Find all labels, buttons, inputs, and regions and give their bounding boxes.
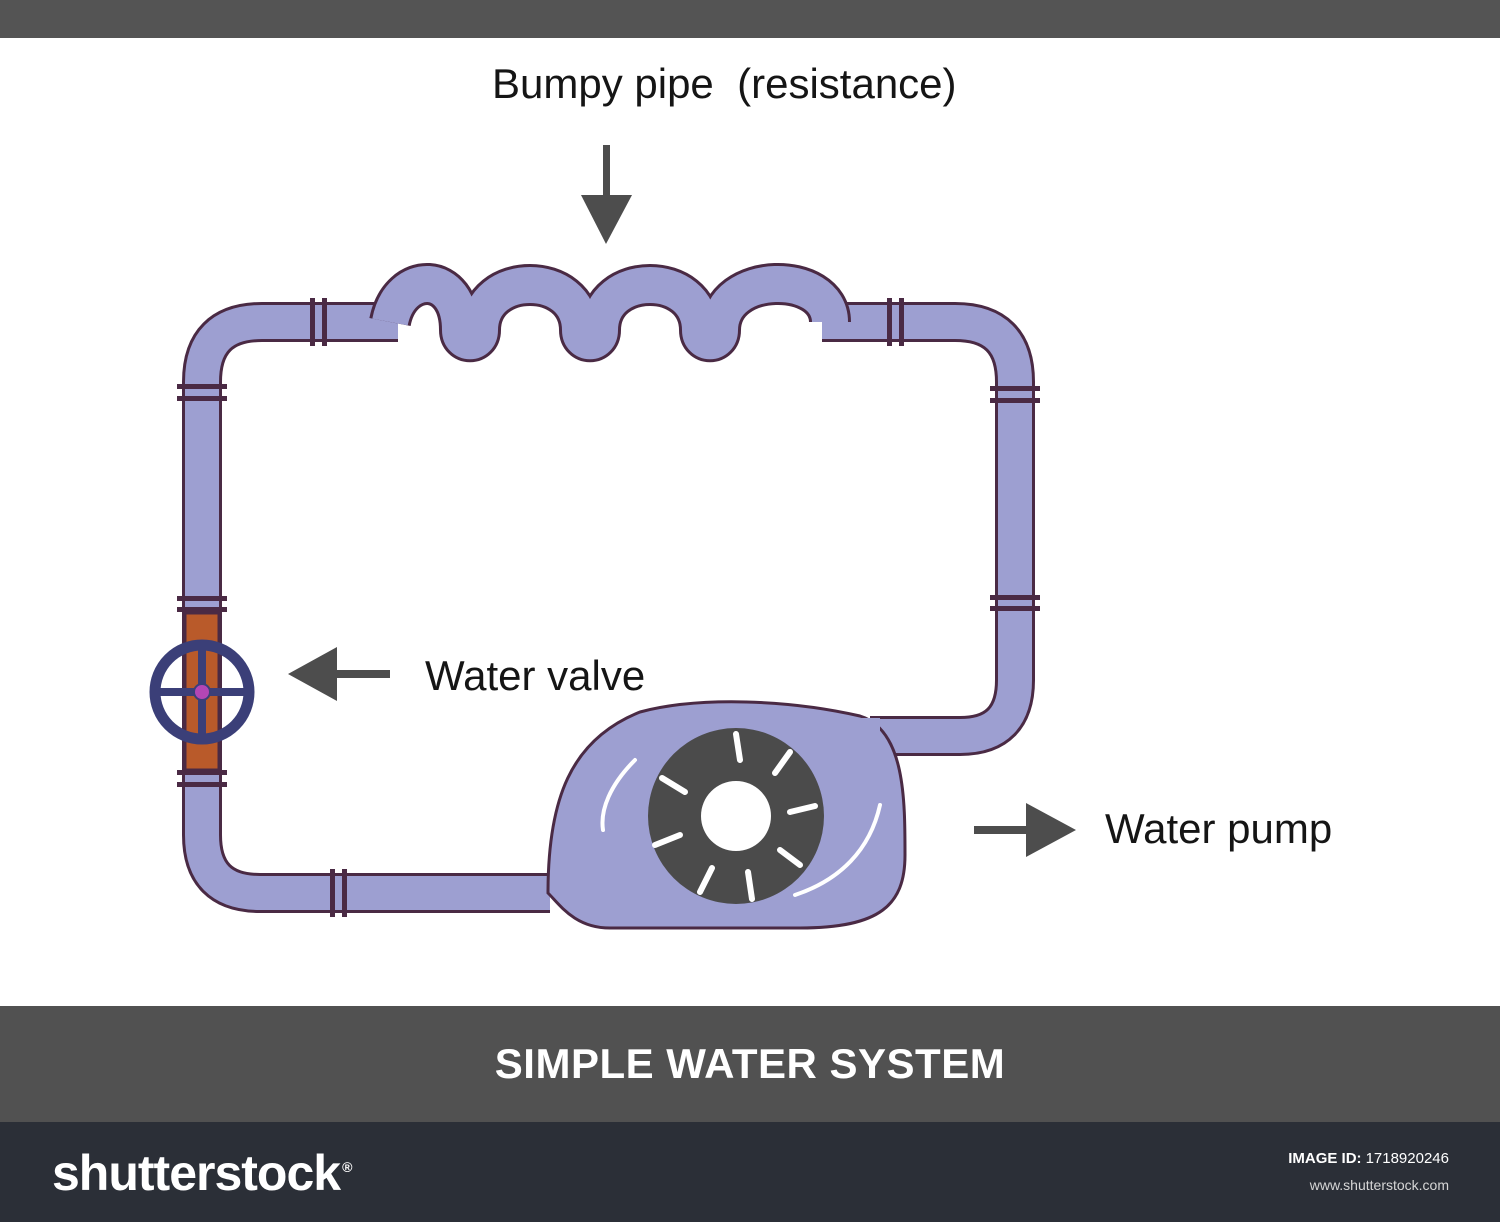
joint-right-lower: [990, 595, 1040, 600]
site-url: www.shutterstock.com: [1309, 1177, 1449, 1193]
water-valve-label: Water valve: [425, 652, 645, 699]
image-id-label: IMAGE ID:: [1288, 1150, 1362, 1167]
title-band: SIMPLE WATER SYSTEM: [0, 1006, 1500, 1122]
pipe-joints: [177, 298, 1040, 917]
pump-swirl-right: [793, 803, 882, 897]
water-valve: [149, 611, 255, 772]
image-id-value: 1718920246: [1365, 1150, 1449, 1167]
bumpy-pipe-icon: [369, 263, 851, 362]
arrow-right-icon: [974, 803, 1076, 857]
valve-wheel-icon: [149, 639, 255, 745]
arrow-down-icon: [581, 145, 632, 244]
pump-inlet: [850, 718, 880, 754]
joint-right-lower-2: [990, 606, 1040, 611]
joint-right-upper-2: [990, 398, 1040, 403]
joint-bottom: [330, 869, 335, 917]
joint-left-mid-2: [177, 607, 227, 612]
top-band: [0, 0, 1500, 38]
joint-left-upper-2: [177, 396, 227, 401]
arrow-left-icon: [288, 647, 390, 701]
joint-top-left-2: [322, 298, 327, 346]
water-pump-label: Water pump: [1105, 805, 1332, 852]
joint-left-mid: [177, 596, 227, 601]
brand-logo: shutterstock®: [52, 1145, 352, 1201]
bumpy-pipe-label: Bumpy pipe (resistance): [492, 60, 957, 107]
pump-swirl-left: [600, 758, 637, 832]
joint-left-lower-2: [177, 782, 227, 787]
pump-impeller-icon: [648, 728, 824, 904]
water-pump: [546, 700, 907, 930]
water-system-diagram: Bumpy pipe (resistance) Water valve Wate…: [149, 60, 1332, 930]
image-id: IMAGE ID:1718920246: [1288, 1150, 1449, 1167]
diagram-title: SIMPLE WATER SYSTEM: [494, 1040, 1006, 1087]
joint-left-upper: [177, 384, 227, 389]
brand-name: shutterstock: [52, 1145, 341, 1201]
joint-top-left: [310, 298, 315, 346]
joint-top-right: [887, 298, 892, 346]
joint-top-right-2: [899, 298, 904, 346]
stock-footer: shutterstock® IMAGE ID:1718920246 www.sh…: [0, 1122, 1500, 1222]
bumpy-pipe-fill: [372, 265, 848, 359]
joint-left-lower: [177, 770, 227, 775]
joint-bottom-2: [342, 869, 347, 917]
joint-right-upper: [990, 386, 1040, 391]
